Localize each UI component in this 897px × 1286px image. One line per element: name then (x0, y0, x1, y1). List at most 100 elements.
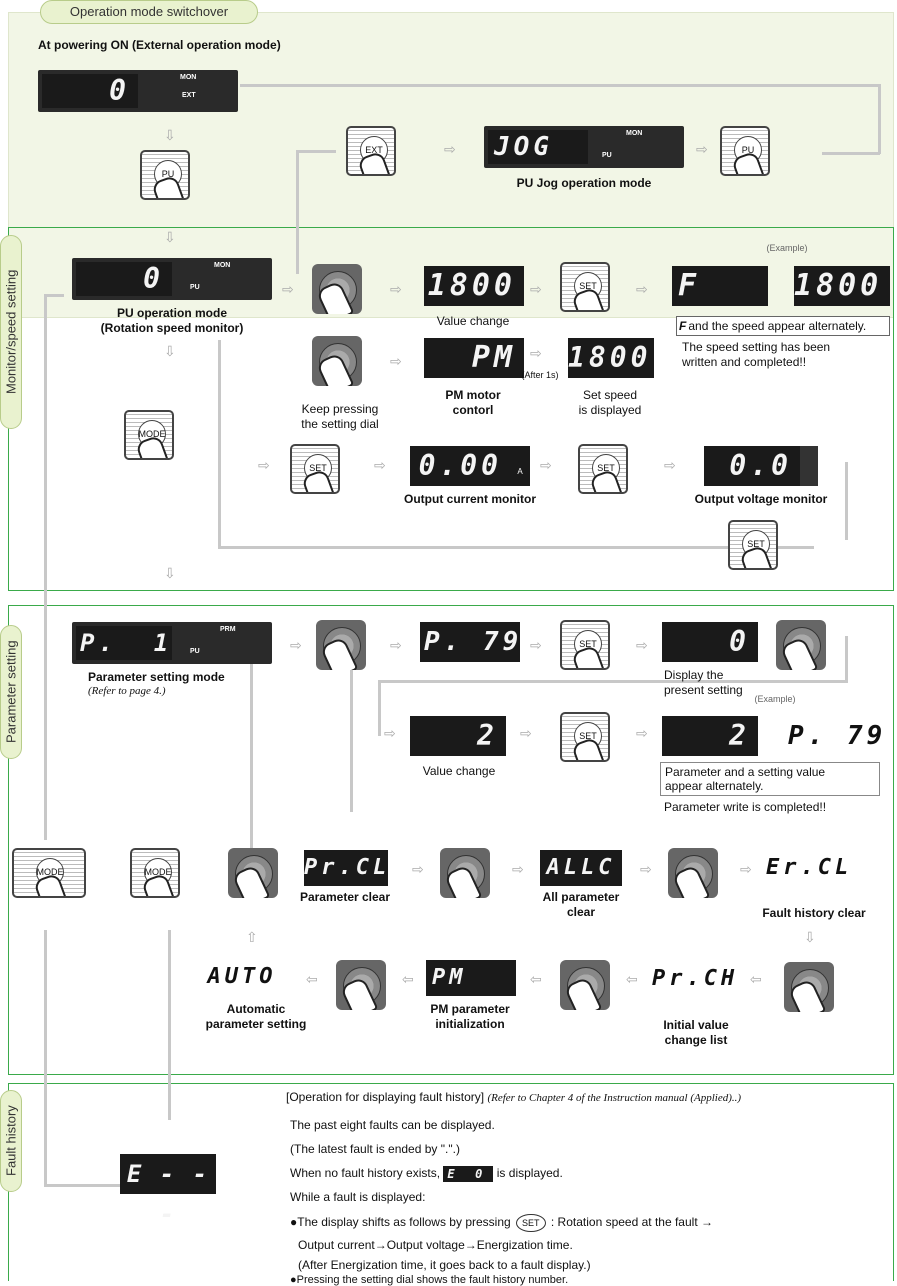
setting-dial-5[interactable] (228, 848, 278, 898)
arrow-right-19: ⇨ (636, 725, 648, 741)
arrow-right-16: ⇨ (636, 637, 648, 653)
set-button-2[interactable]: SET (290, 444, 340, 494)
set-button-4[interactable]: SET (728, 520, 778, 570)
jog-panel: JOG MON PU (484, 126, 684, 168)
arrow-down-1: ⇩ (164, 127, 176, 143)
value-change-label-2: Value change (422, 764, 496, 778)
arrow-right-10: ⇨ (374, 457, 386, 473)
ext-mode-display: 0 (42, 74, 138, 108)
param-clear-label: Parameter clear (299, 890, 391, 904)
speed-display-2: 1800 (794, 266, 890, 306)
pu-ext-button-1[interactable]: PU (140, 150, 190, 200)
display-present-1: Display the (664, 668, 724, 682)
mon-indicator-pu: MON (214, 262, 231, 269)
arrow-down-4: ⇩ (164, 565, 176, 581)
fault-line-7: (After Energization time, it goes back t… (298, 1258, 591, 1272)
setting-dial-9[interactable] (336, 960, 386, 1010)
arrow-left-4: ⇦ (626, 971, 638, 987)
param-mode-label: Parameter setting mode (88, 670, 225, 684)
set-button-6[interactable]: SET (560, 712, 610, 762)
arrow-right-2: ⇨ (696, 141, 708, 157)
fault-return-bottom (44, 1184, 164, 1187)
param-alt-1: Parameter and a setting value (665, 765, 826, 779)
arrow-right-13: ⇨ (290, 637, 302, 653)
side-tab-monitor: Monitor/speed setting (0, 235, 22, 429)
setting-dial-2[interactable] (312, 336, 362, 386)
setting-dial-1[interactable] (312, 264, 362, 314)
value-2-display-alt: 2 (662, 716, 758, 756)
pu-indicator-prm: PU (190, 648, 200, 655)
setting-dial-8[interactable] (784, 962, 834, 1012)
arrow-right-15: ⇨ (530, 637, 542, 653)
arrow-right-23: ⇨ (740, 861, 752, 877)
arrow-right-17: ⇨ (384, 725, 396, 741)
set-button-5[interactable]: SET (560, 620, 610, 670)
side-tab-fault: Fault history (0, 1090, 22, 1192)
ercl-display: Er.CL (766, 850, 850, 886)
keep-pressing-1: Keep pressing (301, 402, 379, 416)
arrow-right-11: ⇨ (540, 457, 552, 473)
example-label-1: (Example) (766, 243, 808, 253)
fault-line-8: ●Pressing the setting dial shows the fau… (290, 1274, 569, 1286)
pu-ext-button-3[interactable]: PU (720, 126, 770, 176)
arrow-right-3: ⇨ (282, 281, 294, 297)
setting-dial-10[interactable] (560, 960, 610, 1010)
set-button-1[interactable]: SET (560, 262, 610, 312)
fault-line-3a: When no fault history exists, (290, 1166, 441, 1181)
subtitle: At powering ON (External operation mode) (38, 38, 281, 52)
param-mode-display: P. 1 (76, 626, 172, 660)
present-setting-display: 0 (662, 622, 758, 662)
speed-display-1: 1800 (424, 266, 524, 306)
output-current-label: Output current monitor (404, 492, 536, 506)
pm2-display: PM (426, 960, 516, 996)
init-val-2: change list (664, 1033, 728, 1047)
pu-indicator-jog: PU (602, 152, 612, 159)
example-label-2: (Example) (754, 694, 796, 704)
arrow-down-2: ⇩ (164, 229, 176, 245)
fault-heading-ref: (Refer to Chapter 4 of the Instruction m… (487, 1092, 742, 1104)
arrow-right-20: ⇨ (412, 861, 424, 877)
fault-zero-display: E 0 (443, 1166, 494, 1182)
set-inline-icon: SET (516, 1214, 546, 1232)
set-button-3[interactable]: SET (578, 444, 628, 494)
pu-indicator-pu: PU (190, 284, 200, 291)
setting-dial-7[interactable] (668, 848, 718, 898)
current-display: 0.00 (410, 446, 510, 486)
arrow-right-9: ⇨ (258, 457, 270, 473)
current-unit: A (510, 446, 530, 486)
value-2-display: 2 (410, 716, 506, 756)
pm-motor-1: PM motor (445, 388, 501, 402)
mode-button-2[interactable]: MODE (130, 848, 180, 898)
voltage-unit-box (800, 446, 818, 486)
pu-to-jog-up (296, 150, 299, 274)
setting-dial-4[interactable] (776, 620, 826, 670)
fault-display: E - - - (120, 1154, 216, 1228)
auto-label-1: Automatic (226, 1002, 286, 1016)
fault-line-1: The past eight faults can be displayed. (290, 1118, 495, 1132)
pu-mode-label: PU operation mode (116, 306, 227, 320)
pu-to-jog-across (296, 150, 336, 153)
mode-button-left[interactable]: MODE (12, 848, 86, 898)
fault-line-4: While a fault is displayed: (290, 1190, 426, 1204)
pu-ext-button-2[interactable]: EXT (346, 126, 396, 176)
jog-display: JOG (488, 130, 588, 164)
prm-indicator: PRM (220, 626, 236, 633)
pu-mode-panel: 0 MON PU (72, 258, 272, 300)
mode-button-1[interactable]: MODE (124, 410, 174, 460)
speed-written-2: written and completed!! (682, 355, 807, 369)
fault-line-5b: : Rotation speed at the fault → (550, 1215, 713, 1229)
refer-page-label: (Refer to page 4.) (88, 685, 166, 697)
return-line-top (240, 84, 880, 87)
arrow-right-4: ⇨ (390, 281, 402, 297)
alt-speed-f: F (679, 319, 687, 333)
setting-dial-6[interactable] (440, 848, 490, 898)
setting-dial-3[interactable] (316, 620, 366, 670)
arrow-up-1: ⇧ (246, 929, 258, 945)
side-tab-parameter: Parameter setting (0, 625, 22, 759)
auto-display: AUTO (200, 958, 284, 996)
pm-motor-2: contorl (452, 403, 494, 417)
arrow-right-22: ⇨ (640, 861, 652, 877)
param-row2-line (378, 680, 848, 683)
fault-line-3b: is displayed. (496, 1166, 563, 1181)
